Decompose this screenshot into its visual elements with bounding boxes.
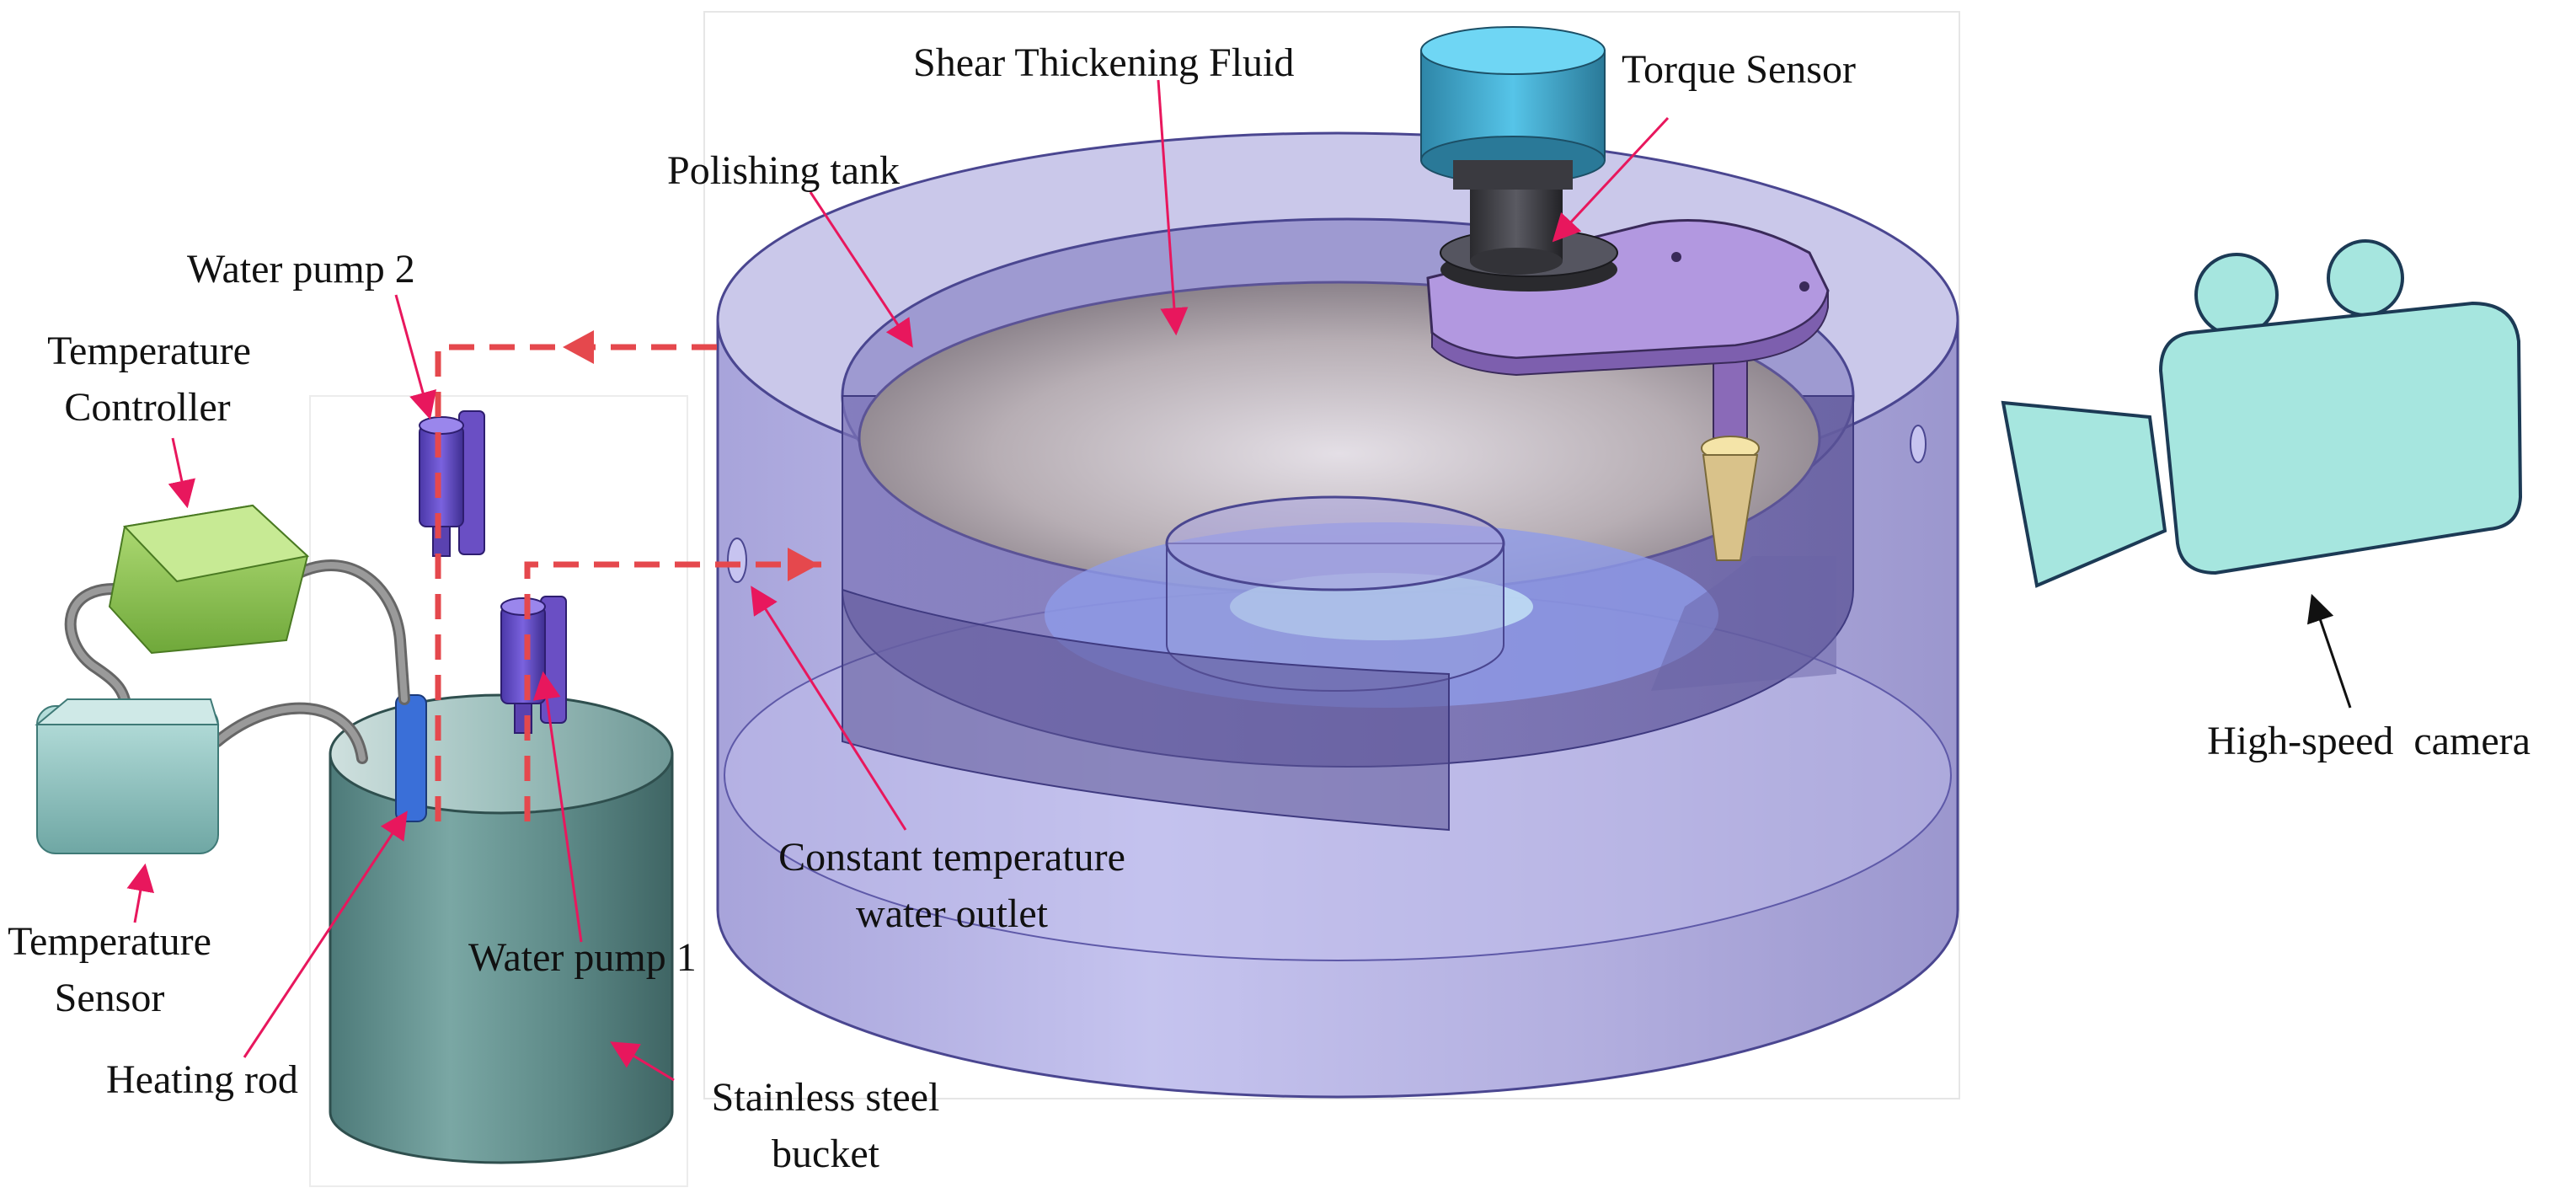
water-pump-2-arrow	[394, 294, 437, 420]
center-cylinder-top	[1165, 495, 1505, 591]
water-pump-2	[419, 410, 485, 557]
stainless-steel-bucket	[329, 752, 674, 1164]
polishing-tank	[703, 11, 1960, 1099]
bucket-arrow	[610, 1041, 675, 1082]
camera-reel	[2194, 253, 2279, 337]
supply-flow-arrowhead	[788, 548, 819, 581]
shear-fluid-label: Shear Thickening Fluid	[913, 40, 1294, 85]
temp-sensor-label-line1: Temperature	[8, 919, 211, 964]
shear-fluid-arrow	[1157, 79, 1189, 336]
torque-sensor-arrow	[1552, 116, 1670, 243]
front-baffle	[842, 588, 1450, 832]
bucket-label-line1: Stainless steel	[712, 1075, 940, 1120]
outlet-label-line1: Constant temperature	[778, 835, 1125, 880]
torque-sensor-assembly	[1420, 26, 1830, 561]
sensor-neck-bottom	[1470, 248, 1563, 275]
return-flow-line	[435, 344, 718, 821]
camera-label: High-speed camera	[2207, 719, 2531, 763]
cable	[67, 586, 130, 720]
water-flow-lines	[435, 344, 832, 821]
sensor-mid-ring	[1453, 160, 1573, 190]
camera-lens	[2001, 400, 2167, 588]
temp-controller-label-line2: Controller	[64, 385, 230, 430]
cable	[296, 562, 408, 703]
polishing-tank-arrow	[809, 191, 913, 348]
video-camera-icon	[2001, 239, 2523, 588]
camera-reel	[2327, 239, 2404, 317]
temperature-sensor-box	[35, 698, 220, 854]
heating-rod	[395, 694, 427, 822]
tank-bounding-frame	[703, 11, 1960, 1099]
outlet-label-line2: water outlet	[856, 891, 1049, 936]
temp-controller-arrow	[168, 437, 195, 509]
polishing-tank-label: Polishing tank	[667, 148, 900, 193]
arm-bolt	[1671, 252, 1681, 262]
water-pump-1-arrow	[532, 671, 583, 943]
camera-arrow	[2306, 593, 2352, 709]
heating-rod-label: Heating rod	[106, 1057, 298, 1102]
bucket-label-line2: bucket	[772, 1131, 880, 1176]
cone-tool	[1702, 454, 1759, 561]
temperature-control-unit	[35, 395, 688, 1187]
leader-arrows	[126, 79, 2352, 1082]
cable	[214, 704, 366, 762]
torque-sensor-top	[1420, 26, 1606, 75]
side-baffle	[1651, 556, 1836, 691]
bucket-inside	[329, 693, 674, 815]
cable	[293, 559, 410, 705]
temp-controller-label-line1: Temperature	[47, 329, 251, 373]
outlet-nozzle-left	[727, 538, 747, 583]
temperature-controller	[108, 504, 310, 655]
supply-flow-line	[524, 561, 832, 821]
return-flow-arrowhead	[563, 330, 594, 364]
arm-bolt	[1799, 281, 1809, 292]
water-pump-2-label: Water pump 2	[187, 247, 415, 292]
temp-sensor-arrow	[126, 863, 155, 923]
outlet-nozzle-right	[1910, 425, 1927, 463]
sensor-arm-side	[1431, 290, 1829, 377]
torque-sensor-label: Torque Sensor	[1622, 47, 1856, 92]
water-pump-1-label: Water pump 1	[468, 935, 697, 980]
temp-sensor-label-line2: Sensor	[55, 976, 165, 1020]
outlet-arrow	[751, 586, 907, 831]
labels: Shear Thickening Fluid Torque Sensor Pol…	[8, 40, 2531, 1176]
heating-rod-arrow	[243, 810, 408, 1058]
bucket-frame	[309, 395, 688, 1187]
camera-body	[2158, 301, 2523, 575]
